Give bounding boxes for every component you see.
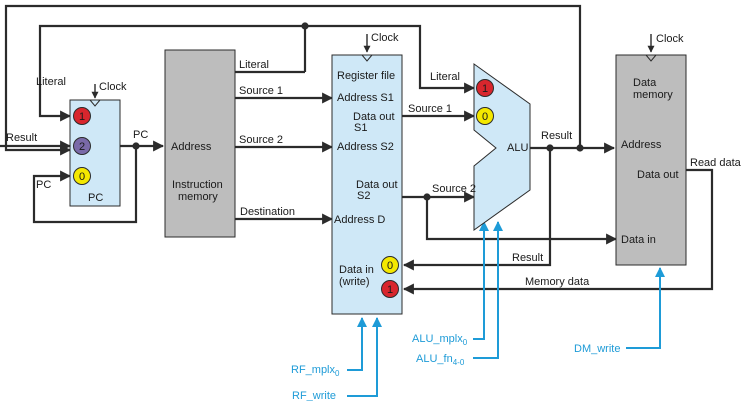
alu-mux-input-1 [476, 79, 494, 97]
imem-destination-label: Destination [240, 206, 295, 218]
literal-junction [301, 22, 309, 30]
pc-mux-input-2 [73, 137, 91, 155]
pc-feedback-label: PC [36, 179, 51, 191]
pc-literal-label: Literal [36, 76, 66, 88]
s2-junction [423, 193, 431, 201]
rf-clock-label: Clock [371, 32, 399, 44]
result-to-pc-wire [4, 4, 582, 156]
feedback-memory-data-label: Memory data [525, 276, 590, 288]
dmem-read-data-label: Read data [690, 157, 742, 169]
rf-din-2: (write) [339, 276, 370, 288]
rf-dout-s2-1: Data out [356, 179, 398, 191]
literal-to-pc-wire [38, 24, 307, 122]
dmem-clock-label: Clock [656, 33, 684, 45]
literal-to-alu-wire [305, 24, 476, 94]
alu-mplx-line [473, 221, 489, 340]
rf-write-label: RF_write [292, 390, 336, 401]
instruction-memory: Address Instruction memory [164, 49, 236, 238]
wires [4, 4, 714, 295]
alu-shape [473, 63, 531, 231]
pc-clock-notch [89, 99, 101, 107]
alu-literal-label: Literal [430, 71, 460, 83]
pc-mux-input-0 [73, 167, 91, 185]
imem-source1-label: Source 1 [239, 85, 283, 97]
pc-result-label: Result [6, 132, 37, 144]
result-junction-a [546, 144, 554, 152]
alu-mux-input-0 [476, 107, 494, 125]
rf-dout-s1-1: Data out [353, 111, 395, 123]
dmem-data-out: Data out [637, 169, 679, 181]
register-file: Clock Register file Address S1 Data out … [331, 32, 403, 315]
dm-write-label: DM_write [574, 343, 620, 355]
imem-box [164, 49, 236, 238]
alu-fn-line [473, 221, 503, 359]
pc-mux-input-0-label: 0 [79, 171, 85, 183]
rf-clock-notch [361, 54, 373, 62]
s2-to-dmem-wire [425, 197, 618, 245]
dm-write-line [626, 267, 665, 349]
data-memory: Clock Data memory Address Data out Data … [615, 33, 687, 266]
rf-write-line [347, 317, 382, 397]
pc-mux-input-1 [73, 107, 91, 125]
rf-title: Register file [337, 70, 395, 82]
imem-title-2: memory [178, 191, 218, 203]
rf-mux-input-1-label: 1 [387, 284, 393, 296]
imem-source2-label: Source 2 [239, 134, 283, 146]
rf-dout-s2-2: S2 [357, 190, 370, 202]
alu-source1-label: Source 1 [408, 103, 452, 115]
imem-title-1: Instruction [172, 179, 223, 191]
rf-addr-s1: Address S1 [337, 92, 394, 104]
rf-mplx-line [347, 317, 367, 371]
pc-mux-input-2-label: 2 [79, 141, 85, 153]
alu-name: ALU [507, 142, 528, 154]
result-junction-b [576, 144, 584, 152]
pc-name: PC [88, 192, 103, 204]
pc-junction [132, 142, 140, 150]
alu-mux-input-0-label: 0 [482, 111, 488, 123]
memory-data-wire [402, 168, 714, 295]
dmem-box [615, 54, 687, 266]
pc-feedback-wire [32, 146, 138, 224]
rf-din-1: Data in [339, 264, 374, 276]
pc-clock-label: Clock [99, 81, 127, 93]
alu-result-label: Result [541, 130, 572, 142]
alu: 1 0 ALU [473, 63, 531, 231]
rf-mplx-label: RF_mplx0 [291, 364, 340, 378]
dmem-clock-notch [645, 54, 657, 62]
imem-literal-label: Literal [239, 59, 269, 71]
pc-block: Clock 1 2 0 PC [0, 81, 127, 207]
dmem-title-1: Data [633, 77, 657, 89]
dmem-title-2: memory [633, 89, 673, 101]
alu-mplx-label: ALU_mplx0 [412, 333, 468, 347]
rf-mux-input-0 [381, 256, 399, 274]
pc-mux-input-1-label: 1 [79, 111, 85, 123]
dmem-data-in: Data in [621, 234, 656, 246]
feedback-result-label: Result [512, 252, 543, 264]
rf-mux-input-1 [381, 280, 399, 298]
control-lines [347, 221, 665, 397]
imem-address-label: Address [171, 141, 212, 153]
rf-dout-s1-2: S1 [354, 122, 367, 134]
dmem-address: Address [621, 139, 662, 151]
rf-addr-d: Address D [334, 214, 385, 226]
rf-mux-input-0-label: 0 [387, 260, 393, 272]
alu-mux-input-1-label: 1 [482, 83, 488, 95]
rf-addr-s2: Address S2 [337, 141, 394, 153]
pc-out-label: PC [133, 129, 148, 141]
alu-fn-label: ALU_fn4-0 [416, 353, 465, 367]
alu-source2-label: Source 2 [432, 183, 476, 195]
result-to-rf-wire [402, 148, 552, 271]
